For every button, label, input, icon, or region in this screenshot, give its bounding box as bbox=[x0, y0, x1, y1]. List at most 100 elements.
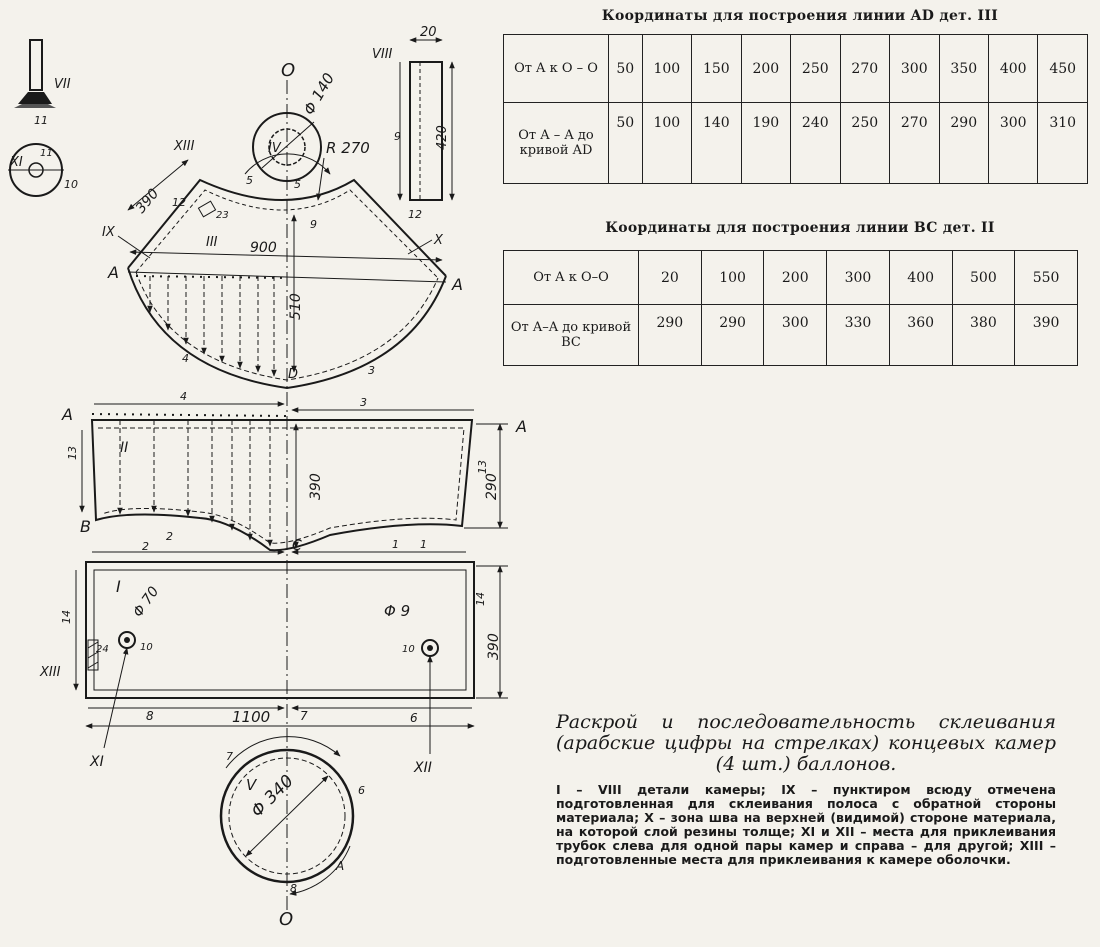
dim-20: 20 bbox=[420, 25, 437, 40]
svg-text:A: A bbox=[107, 263, 119, 282]
svg-text:12: 12 bbox=[408, 208, 422, 221]
dim-510: 510 bbox=[288, 293, 304, 320]
part-viii: 20 420 9 VIII bbox=[372, 25, 455, 201]
dim-phi9: Φ 9 bbox=[384, 602, 410, 620]
svg-text:5: 5 bbox=[294, 178, 301, 191]
table-ad-row1-label: От A к O – O bbox=[503, 34, 609, 103]
svg-text:2: 2 bbox=[142, 540, 149, 553]
table-bc-title: Координаты для построения линии BC дет. … bbox=[605, 220, 995, 236]
table-cell: 450 bbox=[1037, 34, 1088, 103]
figure-caption: Раскрой и последовательность склеивания … bbox=[556, 712, 1056, 867]
dim-phi70: Φ 70 bbox=[130, 584, 162, 621]
table-cell: 300 bbox=[987, 102, 1039, 184]
table-cell: 100 bbox=[700, 250, 765, 305]
dim-420: 420 bbox=[435, 125, 450, 150]
dim-900: 900 bbox=[250, 240, 277, 256]
table-cell: 350 bbox=[938, 34, 989, 103]
svg-text:10: 10 bbox=[402, 644, 415, 655]
axis-o-bottom-label: O bbox=[279, 909, 293, 930]
svg-text:11: 11 bbox=[34, 114, 48, 127]
svg-text:V: V bbox=[246, 776, 258, 794]
dim-r270: R 270 bbox=[326, 139, 370, 157]
table-cell: 360 bbox=[888, 304, 953, 366]
svg-text:11: 11 bbox=[40, 148, 53, 159]
table-cell: 330 bbox=[826, 304, 890, 366]
table-cell: 270 bbox=[889, 102, 940, 184]
svg-text:13: 13 bbox=[66, 446, 79, 460]
svg-text:24: 24 bbox=[96, 644, 109, 655]
table-cell: 290 bbox=[700, 304, 765, 366]
table-cell: 270 bbox=[839, 34, 891, 103]
svg-text:5: 5 bbox=[246, 174, 253, 187]
svg-text:8: 8 bbox=[290, 882, 297, 895]
svg-text:XI: XI bbox=[9, 155, 23, 170]
svg-text:2: 2 bbox=[166, 530, 173, 543]
svg-text:II: II bbox=[120, 440, 128, 456]
table-cell: 140 bbox=[691, 102, 742, 184]
table-cell: 300 bbox=[826, 250, 890, 305]
svg-text:3: 3 bbox=[360, 396, 367, 409]
table-cell: 100 bbox=[641, 102, 693, 184]
svg-text:IV: IV bbox=[268, 141, 282, 156]
table-cell: 310 bbox=[1037, 102, 1088, 184]
part-xi-disc: XI 11 10 bbox=[8, 143, 78, 197]
table-cell: 250 bbox=[790, 34, 841, 103]
part-i: 2 1 1 I Φ 70 10 Φ 9 10 24 XIII 14 14 390… bbox=[39, 538, 508, 776]
dim-290: 290 bbox=[484, 473, 500, 500]
svg-text:8: 8 bbox=[146, 709, 154, 723]
svg-text:A: A bbox=[515, 417, 527, 436]
table-cell: 380 bbox=[951, 304, 1016, 366]
part-ii: 4 3 390 290 13 13 II A A B C 2 bbox=[61, 390, 527, 554]
svg-text:12: 12 bbox=[172, 196, 186, 209]
svg-text:XII: XII bbox=[413, 760, 432, 776]
table-cell: 400 bbox=[888, 250, 953, 305]
svg-text:9: 9 bbox=[310, 218, 317, 231]
svg-text:14: 14 bbox=[474, 592, 487, 606]
dim-phi140: Φ 140 bbox=[300, 70, 338, 118]
part-v-circle: Φ 340 V 7 6 8 A bbox=[219, 736, 365, 896]
svg-text:A: A bbox=[451, 275, 463, 294]
table-cell: 50 bbox=[608, 34, 643, 103]
dim-1100: 1100 bbox=[232, 708, 270, 726]
svg-text:23: 23 bbox=[216, 210, 229, 221]
table-bc: От A к O–O 20 100 200 300 400 500 550 От… bbox=[503, 250, 1078, 366]
svg-text:14: 14 bbox=[60, 610, 73, 624]
part-iv-circle: IV Φ 140 5 5 bbox=[244, 70, 338, 191]
svg-text:VII: VII bbox=[54, 77, 71, 92]
caption-title: Раскрой и последовательность склеивания … bbox=[556, 711, 1056, 775]
svg-text:I: I bbox=[116, 577, 121, 596]
table-cell: 550 bbox=[1014, 250, 1078, 305]
svg-text:4: 4 bbox=[180, 390, 187, 403]
svg-text:6: 6 bbox=[410, 711, 418, 725]
dim-390-iii: 390 bbox=[133, 186, 162, 217]
table-bc-row1-label: От A к O–O bbox=[503, 250, 639, 305]
table-cell: 100 bbox=[641, 34, 693, 103]
table-cell: 290 bbox=[938, 102, 989, 184]
svg-text:1: 1 bbox=[420, 538, 427, 551]
svg-text:X: X bbox=[433, 233, 444, 248]
table-ad-title: Координаты для построения линии AD дет. … bbox=[601, 8, 999, 24]
svg-text:A: A bbox=[61, 405, 73, 424]
table-cell: 400 bbox=[987, 34, 1039, 103]
svg-text:7: 7 bbox=[300, 709, 308, 723]
table-cell: 300 bbox=[889, 34, 940, 103]
svg-text:10: 10 bbox=[140, 642, 153, 653]
svg-text:IX: IX bbox=[102, 225, 116, 240]
table-cell: 20 bbox=[638, 250, 702, 305]
svg-text:XIII: XIII bbox=[173, 139, 195, 154]
svg-text:6: 6 bbox=[358, 784, 365, 797]
dim-390-ii: 390 bbox=[308, 473, 324, 500]
table-cell: 390 bbox=[1014, 304, 1078, 366]
svg-text:7: 7 bbox=[226, 750, 233, 763]
table-cell: 500 bbox=[951, 250, 1016, 305]
svg-text:4: 4 bbox=[182, 352, 189, 365]
dim-390-i: 390 bbox=[486, 633, 502, 660]
table-cell: 250 bbox=[839, 102, 891, 184]
svg-text:C: C bbox=[292, 538, 302, 554]
table-cell: 50 bbox=[608, 102, 643, 184]
svg-text:B: B bbox=[80, 517, 91, 536]
svg-text:XIII: XIII bbox=[39, 665, 61, 680]
table-ad: От A к O – O 50 100 150 200 250 270 300 … bbox=[503, 34, 1088, 184]
axis-o-top-label: O bbox=[281, 60, 295, 81]
